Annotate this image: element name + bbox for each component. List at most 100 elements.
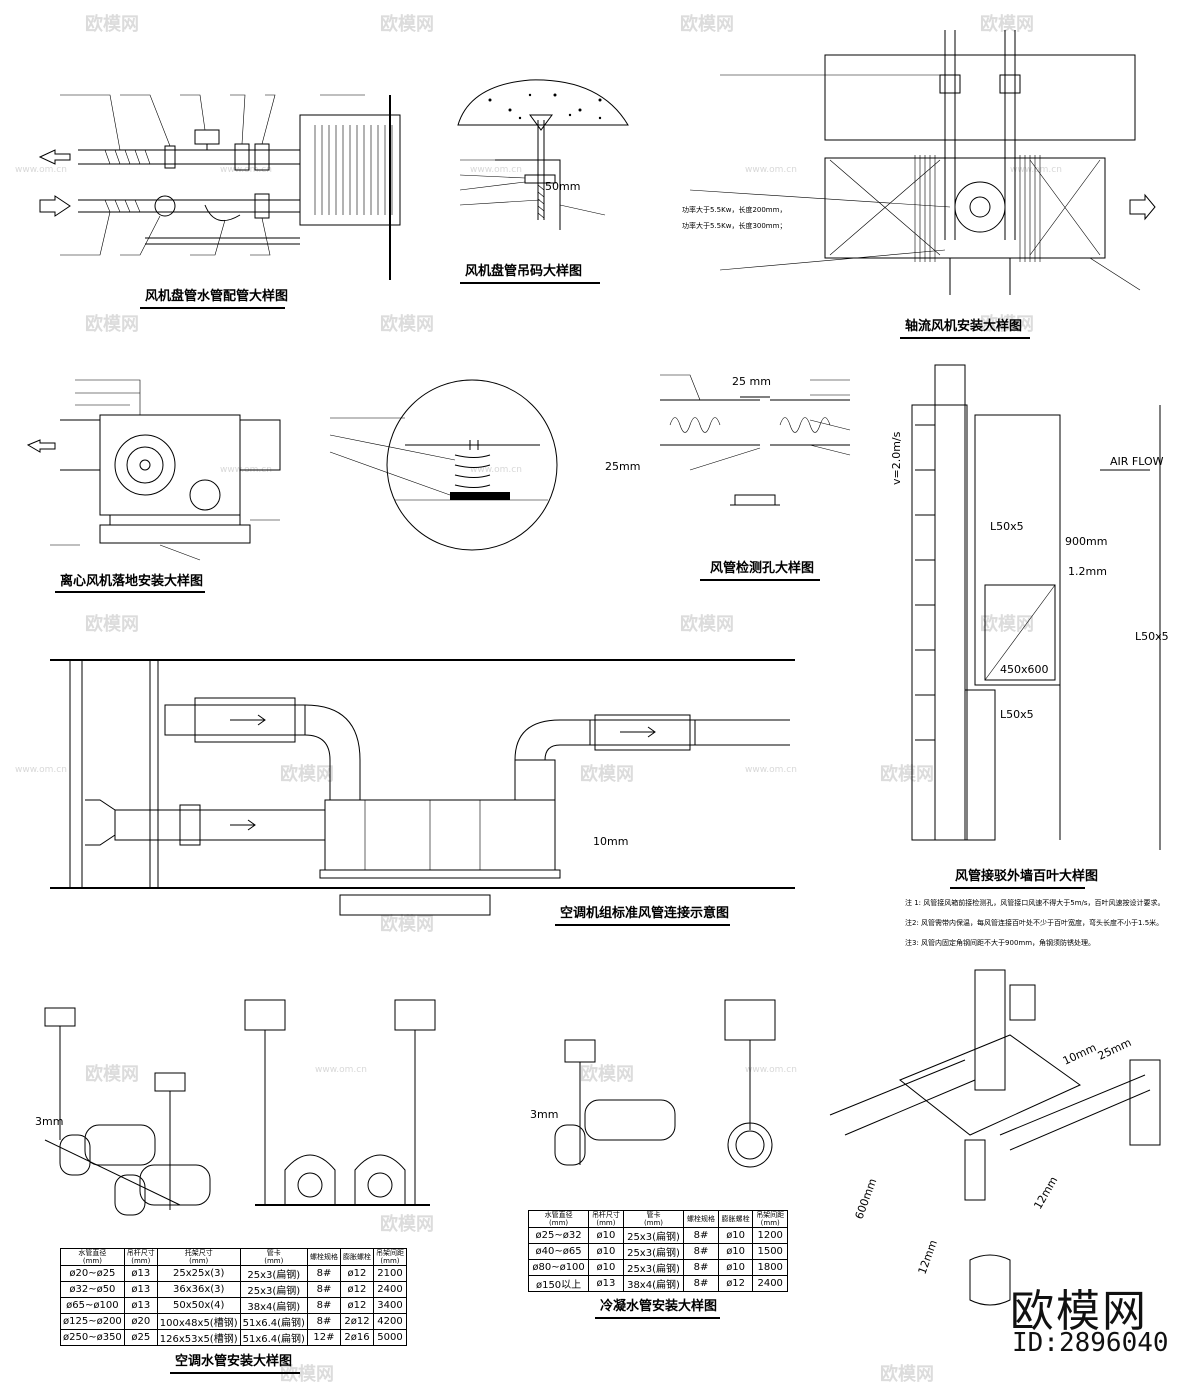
cond-table-cell: 1800 xyxy=(752,1259,788,1276)
cond-table-cell: ø25~ø32 xyxy=(527,1227,590,1244)
water-table-cell: 36x36x(3) xyxy=(156,1281,241,1298)
label-hanger-50mm: 50mm xyxy=(545,180,580,193)
cond-table-cell: 25x3(扁钢) xyxy=(622,1243,685,1260)
watermark-url: www.om.cn xyxy=(315,1065,367,1075)
watermark-brand: 欧模网 xyxy=(85,613,139,635)
water-table-cell: ø32~ø50 xyxy=(60,1281,125,1298)
water-table-cell: 8# xyxy=(306,1265,341,1282)
label-steel-12mm-b: 12mm xyxy=(916,1238,940,1276)
water-table-cell: 100x48x5(槽钢) xyxy=(156,1313,241,1330)
cond-table-header-cell: 吊架间距 (mm) xyxy=(752,1210,788,1228)
label-l50-3: L50x5 xyxy=(1000,708,1034,721)
title-ahu-duct: 空调机组标准风管连接示意图 xyxy=(560,905,729,921)
water-table-header-cell: 螺栓规格 xyxy=(306,1248,341,1266)
label-sheet-12: 1.2mm xyxy=(1068,565,1107,578)
watermark-url: www.om.cn xyxy=(1010,165,1062,175)
water-table-header-cell: 吊杆尺寸 (mm) xyxy=(123,1248,158,1266)
title-centrifugal-fan: 离心风机落地安装大样图 xyxy=(60,573,203,589)
centrifugal-fan-detail: 离心风机落地安装大样图 xyxy=(26,379,281,593)
water-table-cell: ø20 xyxy=(123,1313,158,1330)
water-table-header-cell: 托架尺寸 (mm) xyxy=(156,1248,241,1266)
cond-table-header-cell: 螺栓规格 xyxy=(683,1210,719,1228)
watermark-brand: 欧模网 xyxy=(380,313,434,335)
water-table-cell: ø12 xyxy=(339,1265,374,1282)
watermark-brand: 欧模网 xyxy=(980,313,1034,335)
water-table-cell: 2ø16 xyxy=(339,1329,374,1346)
water-table-cell: 8# xyxy=(306,1297,341,1314)
watermark-url: www.om.cn xyxy=(15,765,67,775)
water-table-header-cell: 管卡 (mm) xyxy=(239,1248,308,1266)
label-l50-1: L50x5 xyxy=(990,520,1024,533)
watermark-brand: 欧模网 xyxy=(280,1363,334,1385)
cond-table-header-cell: 水管直径 (mm) xyxy=(527,1210,590,1228)
water-table-cell: ø13 xyxy=(123,1265,158,1282)
label-ahu-10mm: 10mm xyxy=(593,835,628,848)
water-table-cell: 51x6.4(扁钢) xyxy=(239,1313,308,1330)
cond-pipe-detail: 3mm xyxy=(530,999,776,1168)
spring-isolator-detail xyxy=(329,379,558,551)
water-table-cell: 12# xyxy=(306,1329,341,1346)
water-table-header-row: 水管直径 (mm)吊杆尺寸 (mm)托架尺寸 (mm)管卡 (mm)螺栓规格膨胀… xyxy=(60,1248,407,1266)
water-table-cell: 8# xyxy=(306,1281,341,1298)
water-table-cell: 25x3(扁钢) xyxy=(239,1265,308,1282)
cond-table-cell: ø10 xyxy=(717,1259,754,1276)
water-table-cell: ø13 xyxy=(123,1281,158,1298)
cond-table-cell: 1200 xyxy=(752,1227,788,1244)
watermark-url: www.om.cn xyxy=(745,1065,797,1075)
water-table-cell: 51x6.4(扁钢) xyxy=(239,1329,308,1346)
cond-table-cell: ø150以上 xyxy=(527,1275,590,1292)
label-steel-12mm-a: 12mm xyxy=(1031,1174,1060,1211)
note-1: 注 1: 风管接风箱前接检测孔，风管接口风速不得大于5m/s，百叶风速按设计要求… xyxy=(905,898,1165,907)
watermark-brand: 欧模网 xyxy=(85,13,139,35)
water-table-cell: 8# xyxy=(306,1313,341,1330)
label-axial-note-2: 功率大于5.5Kw，长度300mm； xyxy=(682,221,786,230)
steel-support-detail: 10mm 25mm 600mm 12mm 12mm xyxy=(829,969,1161,1306)
label-steel-10mm: 10mm xyxy=(1061,1041,1099,1068)
watermark-id: ID:2896040 xyxy=(1012,1328,1169,1358)
watermark-url: www.om.cn xyxy=(470,465,522,475)
fcu-pipe-detail: 风机盘管水管配管大样图 xyxy=(38,94,401,309)
watermark-logo: 欧模网 xyxy=(1010,1286,1148,1337)
water-table-cell: 2ø12 xyxy=(339,1313,374,1330)
label-dim-900: 900mm xyxy=(1065,535,1107,548)
cond-table-cell: ø10 xyxy=(717,1243,754,1260)
cond-table-cell: ø80~ø100 xyxy=(527,1259,590,1276)
watermark-brand: 欧模网 xyxy=(980,613,1034,635)
note-3: 注3: 风管内固定角钢间距不大于900mm，角钢须防锈处理。 xyxy=(905,938,1095,947)
watermark-url: www.om.cn xyxy=(745,165,797,175)
water-table-cell: 5000 xyxy=(372,1329,407,1346)
duct-test-hole-detail: 25 mm 25mm 风管检测孔大样图 xyxy=(605,374,851,581)
cond-table-cell: 38x4(扁钢) xyxy=(622,1275,685,1292)
water-table-header-cell: 膨胀螺栓 xyxy=(339,1248,374,1266)
title-fcu-pipe: 风机盘管水管配管大样图 xyxy=(145,288,288,304)
title-cond-pipe: 冷凝水管安装大样图 xyxy=(600,1298,717,1314)
ac-water-pipe-table: 水管直径 (mm)吊杆尺寸 (mm)托架尺寸 (mm)管卡 (mm)螺栓规格膨胀… xyxy=(60,1248,407,1346)
watermark-brand: 欧模网 xyxy=(680,13,734,35)
water-table-header-cell: 吊架间距 (mm) xyxy=(372,1248,407,1266)
cond-table-header-cell: 膨胀螺栓 xyxy=(717,1210,754,1228)
label-test-25mm: 25 mm xyxy=(732,375,771,388)
cond-table-cell: ø12 xyxy=(717,1275,754,1292)
cond-table-cell: ø10 xyxy=(588,1243,624,1260)
cond-table-cell: 25x3(扁钢) xyxy=(622,1259,685,1276)
louver-detail: AIR FLOW v=2.0m/s L50x5 900mm 1.2mm L50x… xyxy=(890,364,1169,947)
ac-water-pipe-detail: 3mm xyxy=(35,999,436,1216)
water-table-cell: ø20~ø25 xyxy=(60,1265,125,1282)
cond-table-header-cell: 管卡 (mm) xyxy=(622,1210,685,1228)
watermark-brand: 欧模网 xyxy=(380,13,434,35)
water-table-cell: ø125~ø200 xyxy=(60,1313,125,1330)
watermark-brand: 欧模网 xyxy=(880,1363,934,1385)
watermark-brand: 欧模网 xyxy=(680,613,734,635)
water-table-cell: ø13 xyxy=(123,1297,158,1314)
note-2: 注2: 风管需带内保温，每风管连接百叶处不少于百叶宽度，弯头长度不小于1.5米。 xyxy=(905,918,1163,927)
cond-table-cell: ø10 xyxy=(717,1227,754,1244)
label-pipe-3mm-b: 3mm xyxy=(530,1108,558,1121)
